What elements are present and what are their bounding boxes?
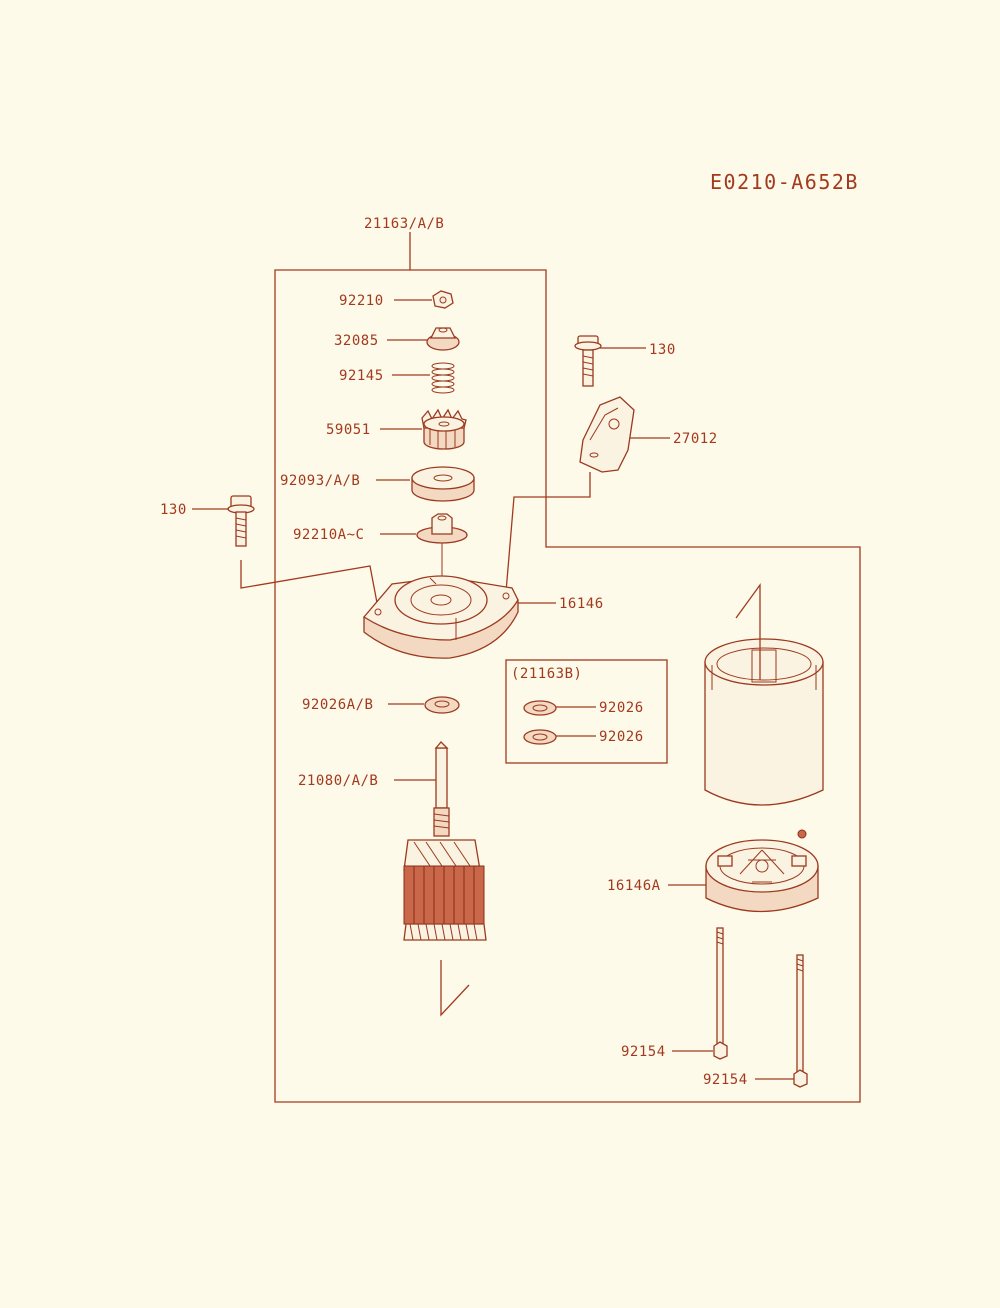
bolt-left-part (227, 495, 255, 547)
label-rear-cover: 16146A (607, 878, 661, 894)
bracket-to-cover-line (505, 472, 591, 593)
inset-title: (21163B) (511, 666, 582, 682)
armature-part (403, 741, 487, 941)
end-cover-part (363, 575, 519, 659)
small-washer-part (424, 696, 460, 714)
bolt-right-part (574, 335, 602, 387)
label-bolt-right: 130 (649, 342, 676, 358)
bracket-part (579, 396, 635, 473)
label-bracket: 27012 (673, 431, 718, 447)
rear-cover-part (705, 829, 819, 913)
thick-washer-part (411, 466, 475, 502)
flange-nut-part (416, 513, 468, 578)
label-collar: 32085 (334, 333, 379, 349)
assembly-frame (274, 269, 861, 1103)
bolt-left-to-cover-line (240, 560, 379, 609)
label-pinion: 59051 (326, 422, 371, 438)
label-through-bolt-2: 92154 (703, 1072, 748, 1088)
label-small-washer: 92026A/B (302, 697, 373, 713)
label-thick-washer: 92093/A/B (280, 473, 360, 489)
label-end-cover: 16146 (559, 596, 604, 612)
pinion-part (421, 408, 467, 450)
collar-part (426, 327, 460, 351)
inset-washer-2 (523, 729, 557, 745)
armature-shaft-leader (440, 960, 470, 1017)
nut-part (432, 290, 454, 309)
label-flange-nut: 92210A~C (293, 527, 364, 543)
label-armature: 21080/A/B (298, 773, 378, 789)
yoke-leader (735, 583, 761, 680)
label-nut: 92210 (339, 293, 384, 309)
label-spring: 92145 (339, 368, 384, 384)
diagram-code: E0210-A652B (710, 170, 859, 194)
spring-part (431, 362, 455, 394)
through-bolt-1-part (713, 927, 728, 1060)
label-bolt-left: 130 (160, 502, 187, 518)
yoke-part (704, 638, 824, 806)
label-assembly: 21163/A/B (364, 216, 444, 232)
label-through-bolt-1: 92154 (621, 1044, 666, 1060)
through-bolt-2-part (793, 954, 808, 1088)
label-inset-washer-2: 92026 (599, 729, 644, 745)
label-inset-washer-1: 92026 (599, 700, 644, 716)
inset-washer-1 (523, 700, 557, 716)
inset-box (505, 659, 668, 764)
